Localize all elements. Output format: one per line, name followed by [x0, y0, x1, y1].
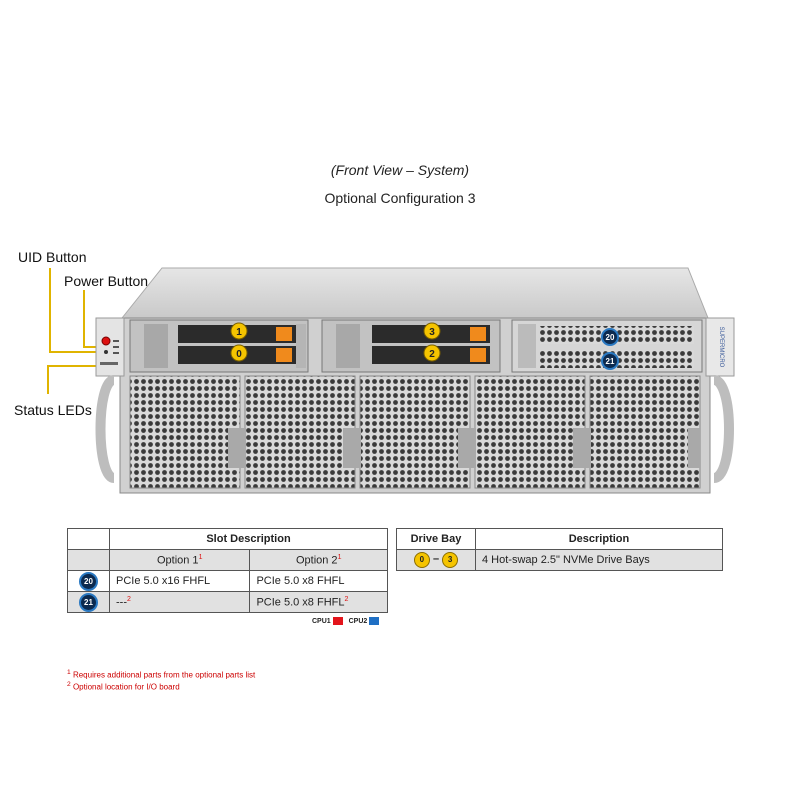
slot20-option2: PCIe 5.0 x8 FHFL — [249, 570, 388, 592]
uid-button-icon — [101, 336, 111, 346]
status-leds-icon — [100, 362, 118, 365]
right-handle — [712, 375, 734, 483]
cpu-legend: CPU1 CPU2 — [312, 617, 380, 625]
status-leds-label: Status LEDs — [14, 402, 92, 418]
view-title: (Front View – System) — [330, 162, 470, 178]
drive-bay-header: Drive Bay — [396, 528, 476, 550]
slot21-option1: ---2 — [108, 591, 251, 613]
drive-label-1: 1 — [236, 327, 242, 338]
uid-button-label: UID Button — [18, 249, 87, 265]
slot-badge-20: 20 — [79, 571, 98, 591]
power-button-icon — [104, 350, 108, 354]
table-row: 20 PCIe 5.0 x16 FHFL PCIe 5.0 x8 FHFL — [67, 570, 388, 592]
slot-table-title: Slot Description — [109, 528, 388, 550]
drive-bay-table: Drive Bay Description 0 – 3 4 Hot-swap 2… — [396, 528, 723, 571]
drive-description: 4 Hot-swap 2.5" NVMe Drive Bays — [475, 549, 723, 571]
slot21-option2: PCIe 5.0 x8 FHFL2 — [249, 591, 388, 613]
left-control-ear — [95, 317, 125, 377]
option1-header: Option 11 — [108, 549, 251, 571]
cpu1-legend-label: CPU1 — [312, 617, 331, 625]
description-header: Description — [475, 528, 723, 550]
power-button-label: Power Button — [64, 273, 149, 289]
slot-table-corner — [67, 528, 110, 550]
drive-label-0: 0 — [236, 349, 242, 360]
option2-header: Option 21 — [249, 549, 388, 571]
chassis-top — [120, 267, 709, 319]
brand-label: SUPERMICRO — [718, 327, 724, 368]
footnote-2: 2 Optional location for I/O board — [67, 681, 180, 692]
slot-description-table: Slot Description Option 11 Option 21 20 … — [67, 528, 388, 613]
slot-label-21: 21 — [606, 357, 615, 366]
left-handle — [95, 375, 117, 483]
fan-modules — [129, 375, 701, 489]
drive-label-3: 3 — [429, 327, 435, 338]
table-row: 0 – 3 4 Hot-swap 2.5" NVMe Drive Bays — [396, 549, 723, 571]
drive-badge-3: 3 — [442, 552, 459, 568]
range-dash: – — [432, 553, 440, 565]
slot-table-blank — [67, 549, 110, 571]
right-ear — [705, 317, 735, 377]
cpu2-legend-label: CPU2 — [348, 617, 368, 625]
drive-label-2: 2 — [429, 349, 435, 360]
cpu2-swatch — [369, 617, 380, 625]
drive-badge-0: 0 — [413, 552, 430, 568]
slot-label-20: 20 — [606, 333, 615, 342]
slot20-option1: PCIe 5.0 x16 FHFL — [108, 570, 251, 592]
configuration-title: Optional Configuration 3 — [324, 190, 476, 206]
cpu1-swatch — [332, 617, 343, 625]
server-front-view: SUPERMICRO 1 0 3 2 — [47, 267, 735, 494]
footnote-1: 1 Requires additional parts from the opt… — [67, 669, 256, 680]
table-row: 21 ---2 PCIe 5.0 x8 FHFL2 — [67, 591, 388, 613]
slot-badge-21: 21 — [79, 592, 98, 612]
